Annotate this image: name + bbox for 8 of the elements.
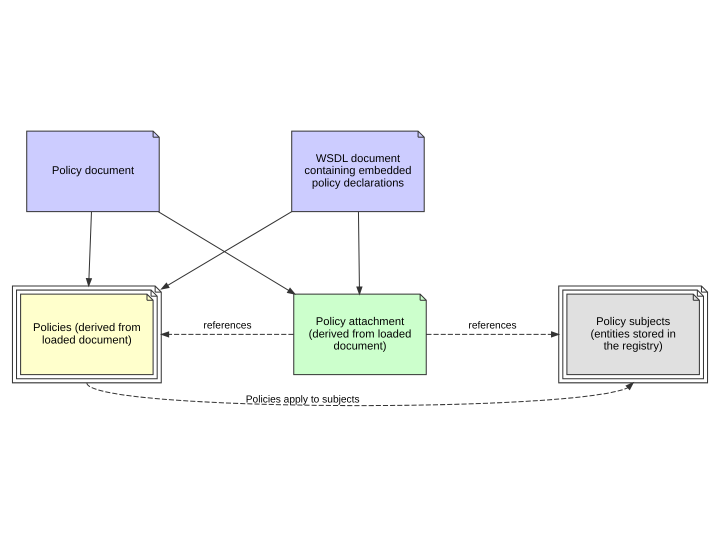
edge-label: references — [203, 320, 252, 331]
edge-label: references — [468, 320, 517, 331]
arrow — [160, 330, 294, 338]
edge-label: Policies apply to subjects — [246, 394, 360, 406]
arrow — [426, 330, 560, 338]
arrow — [356, 211, 363, 296]
arrow — [86, 381, 634, 406]
arrow — [86, 211, 92, 287]
